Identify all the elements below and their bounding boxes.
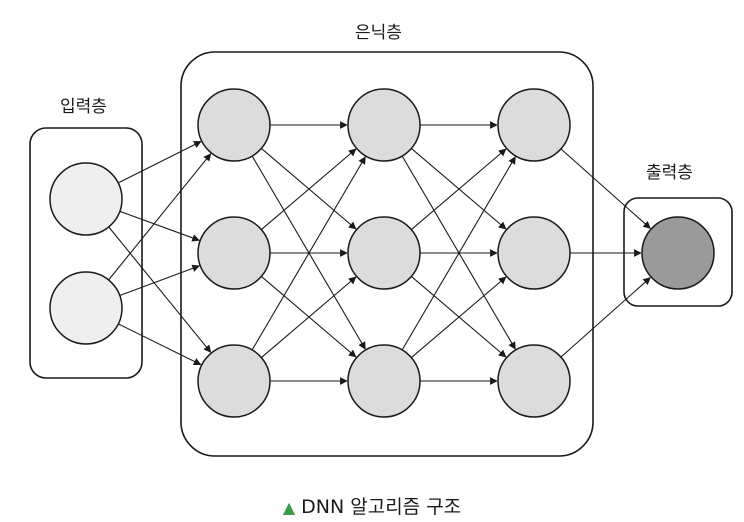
connection-arrow [411, 148, 507, 231]
output-layer-box [623, 197, 733, 307]
hidden-1-node-1 [197, 88, 271, 162]
hidden-1-node-2 [197, 216, 271, 290]
hidden-layer-box [180, 51, 594, 457]
connection-arrow [119, 264, 201, 297]
connection-arrow [261, 276, 357, 359]
input-layer-box [29, 127, 143, 379]
hidden-3-node-1 [497, 88, 571, 162]
connection-arrow [108, 226, 212, 353]
connection-arrow [251, 156, 366, 351]
hidden-3-node-3 [497, 344, 571, 418]
connection-arrow [118, 323, 202, 366]
hidden-3-node-2 [497, 216, 571, 290]
connection-arrow [117, 141, 202, 184]
triangle-marker-icon: ▲ [282, 498, 296, 517]
output-layer-label: 출력층 [646, 163, 693, 183]
connection-arrow [560, 148, 651, 229]
hidden-2-node-3 [347, 344, 421, 418]
caption-text: DNN 알고리즘 구조 [301, 496, 462, 518]
connection-arrow [108, 153, 212, 281]
output-node-1 [641, 216, 715, 290]
nodes [49, 88, 715, 418]
input-layer-label: 입력층 [60, 97, 107, 117]
connections [108, 121, 651, 385]
connection-arrow [261, 148, 357, 231]
input-node-1 [49, 162, 123, 236]
connection-arrow [560, 277, 651, 358]
connection-arrow [401, 156, 516, 351]
connection-arrow [119, 210, 200, 242]
input-node-2 [49, 271, 123, 345]
hidden-2-node-1 [347, 88, 421, 162]
connection-arrow [411, 276, 507, 359]
hidden-1-node-3 [197, 344, 271, 418]
hidden-2-node-2 [347, 216, 421, 290]
hidden-layer-label: 은닉층 [355, 23, 402, 43]
figure-caption: ▲ DNN 알고리즘 구조 [0, 492, 744, 519]
